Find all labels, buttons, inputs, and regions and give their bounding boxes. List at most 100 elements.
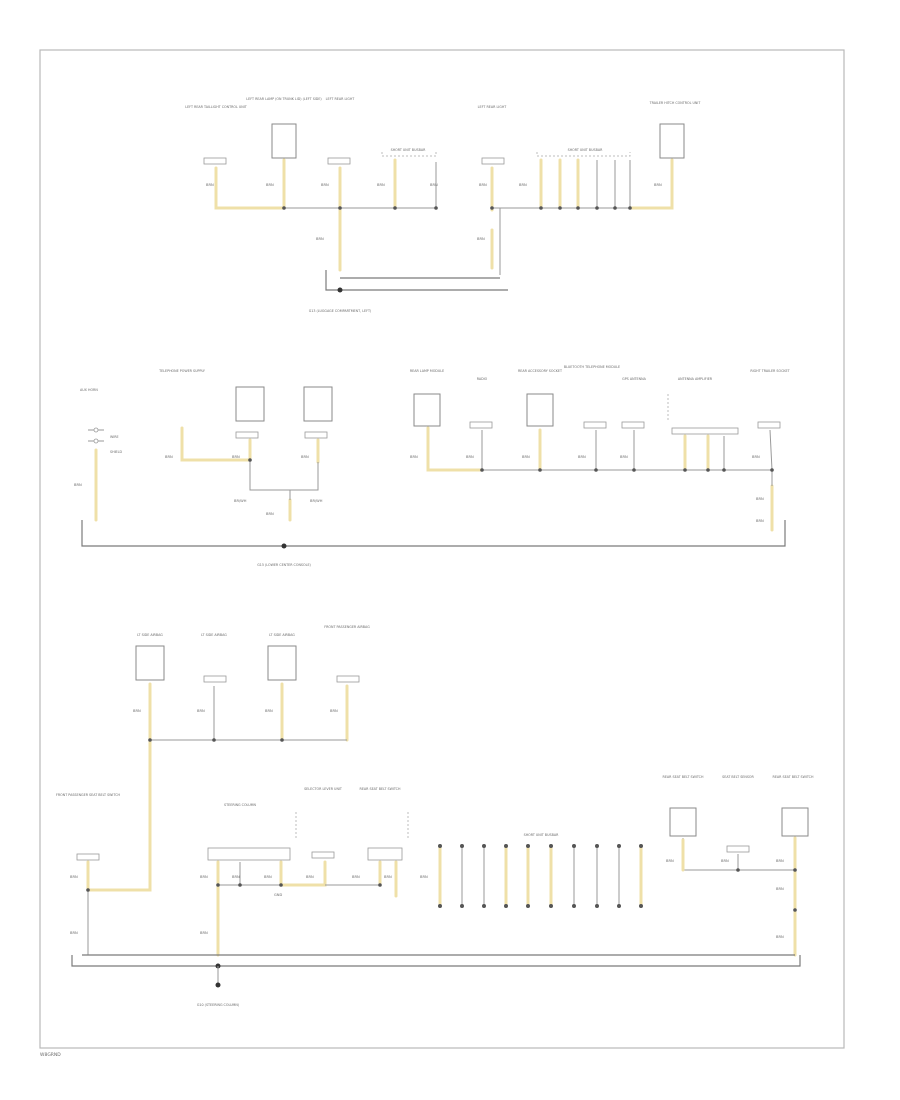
label-front-passenger-seat-belt-switch: FRONT PASSENGER SEAT BELT SWITCH bbox=[56, 793, 121, 797]
pin bbox=[595, 904, 599, 908]
wire-tag: BRN bbox=[410, 455, 418, 459]
wire-tag: BRN bbox=[232, 875, 240, 879]
ground-bus bbox=[81, 520, 786, 547]
wire-tag: BRN bbox=[654, 183, 662, 187]
connector bbox=[583, 421, 607, 429]
label-lt-side-airbag-1: LT SIDE AIRBAG bbox=[137, 633, 163, 637]
splice bbox=[558, 206, 562, 210]
wire bbox=[249, 460, 291, 500]
wire-tag: BRN bbox=[197, 709, 205, 713]
pin bbox=[526, 904, 530, 908]
pin bbox=[595, 844, 599, 848]
label-right-trailer-socket: RIGHT TRAILER SOCKET bbox=[750, 369, 790, 373]
label-short-unit-busbar-3: SHORT UNIT BUSBAR bbox=[524, 833, 559, 837]
label-trailer-hitch-control-unit: TRAILER HITCH CONTROL UNIT bbox=[649, 101, 702, 105]
wire bbox=[180, 426, 252, 462]
pin bbox=[526, 844, 530, 848]
wire-tag: BRN bbox=[74, 483, 82, 487]
wire-tag: BRN bbox=[377, 183, 385, 187]
pin bbox=[572, 844, 576, 848]
pin bbox=[438, 904, 442, 908]
wire-tag: BRN bbox=[165, 455, 173, 459]
wire-tag: BRN bbox=[321, 183, 329, 187]
label-lt-side-airbag-2: LT SIDE AIRBAG bbox=[201, 633, 227, 637]
pin bbox=[504, 904, 508, 908]
splice bbox=[238, 883, 242, 887]
wire-tag: BRN bbox=[519, 183, 527, 187]
wire-tag: BRN bbox=[776, 859, 784, 863]
splice bbox=[736, 868, 740, 872]
wire-tag: BRN bbox=[70, 931, 78, 935]
connector bbox=[203, 675, 227, 683]
label-left-rear-taillight-control-unit: LEFT REAR TAILLIGHT CONTROL UNIT bbox=[185, 105, 248, 109]
label-left-rear-light-2: LEFT REAR LIGHT bbox=[478, 105, 508, 109]
wire-tag: BRN bbox=[522, 455, 530, 459]
splice bbox=[576, 206, 580, 210]
label-lt-side-airbag-3: LT SIDE AIRBAG bbox=[269, 633, 295, 637]
label-rear-seat-belt-switch-1: REAR SEAT BELT SWITCH bbox=[360, 787, 401, 791]
ground-label-3: G10 (STEERING COLUMN) bbox=[197, 1003, 239, 1007]
connector bbox=[327, 157, 351, 165]
splice bbox=[280, 738, 284, 742]
connector bbox=[304, 431, 328, 439]
label-left-rear-lamp-trunk-lid: LEFT REAR LAMP (ON TRUNK LID) (LEFT SIDE… bbox=[246, 97, 321, 101]
connector bbox=[76, 853, 100, 861]
connector bbox=[367, 847, 403, 861]
component-box bbox=[526, 393, 554, 427]
dashed-outline bbox=[295, 812, 409, 840]
wire-tag: BR/WH bbox=[234, 499, 247, 503]
wire-tag: BRN bbox=[70, 875, 78, 879]
splice bbox=[770, 468, 774, 472]
wire-tag: BRN bbox=[232, 455, 240, 459]
connector bbox=[621, 421, 645, 429]
connector bbox=[336, 675, 360, 683]
connector bbox=[726, 845, 750, 853]
wire-tag: BRN bbox=[266, 183, 274, 187]
ground-point-icon bbox=[215, 982, 221, 988]
wire-tag: BR/WH bbox=[310, 499, 323, 503]
pin bbox=[617, 904, 621, 908]
footer-code: W8GRND bbox=[40, 1052, 61, 1058]
wire-tag: BRN bbox=[620, 455, 628, 459]
label-bluetooth-telephone-module: BLUETOOTH TELEPHONE MODULE bbox=[564, 365, 620, 369]
wire-tag: BRN bbox=[200, 931, 208, 935]
label-selector-lever-unit: SELECTOR LEVER UNIT bbox=[304, 787, 343, 791]
wire-tag: BRN bbox=[264, 875, 272, 879]
splice bbox=[434, 206, 438, 210]
ground-point-icon bbox=[337, 287, 343, 293]
wire-tag: BRN bbox=[756, 519, 764, 523]
section-1: LEFT REAR TAILLIGHT CONTROL UNIT LEFT RE… bbox=[185, 97, 701, 313]
label-left-rear-light-1: LEFT REAR LIGHT bbox=[326, 97, 356, 101]
splice bbox=[683, 468, 687, 472]
wire bbox=[426, 426, 484, 472]
pin bbox=[639, 904, 643, 908]
component-box bbox=[659, 123, 685, 159]
connector bbox=[671, 427, 739, 435]
connector bbox=[203, 157, 227, 165]
splice bbox=[378, 883, 382, 887]
pin bbox=[482, 904, 486, 908]
splice bbox=[393, 206, 397, 210]
splice bbox=[282, 206, 286, 210]
splice bbox=[248, 458, 252, 462]
wire bbox=[86, 738, 152, 892]
aux-tag-shield: SHIELD bbox=[110, 450, 122, 454]
splice bbox=[595, 206, 599, 210]
wire-tag: BRN bbox=[776, 935, 784, 939]
label-short-unit-busbar-1: SHORT UNIT BUSBAR bbox=[391, 148, 426, 152]
wire-tag: BRN bbox=[265, 709, 273, 713]
diagram-frame bbox=[39, 49, 845, 1049]
wire-tag: BRN bbox=[756, 497, 764, 501]
connector-pin bbox=[93, 438, 99, 444]
busbar-bracket bbox=[536, 152, 631, 157]
component-box bbox=[135, 645, 165, 681]
splice bbox=[338, 206, 342, 210]
pin bbox=[549, 904, 553, 908]
label-steering-column: STEERING COLUMN bbox=[224, 803, 256, 807]
pin bbox=[460, 844, 464, 848]
label-aux-horn: AUX HORN bbox=[80, 388, 98, 392]
label-front-passenger-airbag: FRONT PASSENGER AIRBAG bbox=[324, 625, 370, 629]
splice bbox=[594, 468, 598, 472]
pin bbox=[617, 844, 621, 848]
